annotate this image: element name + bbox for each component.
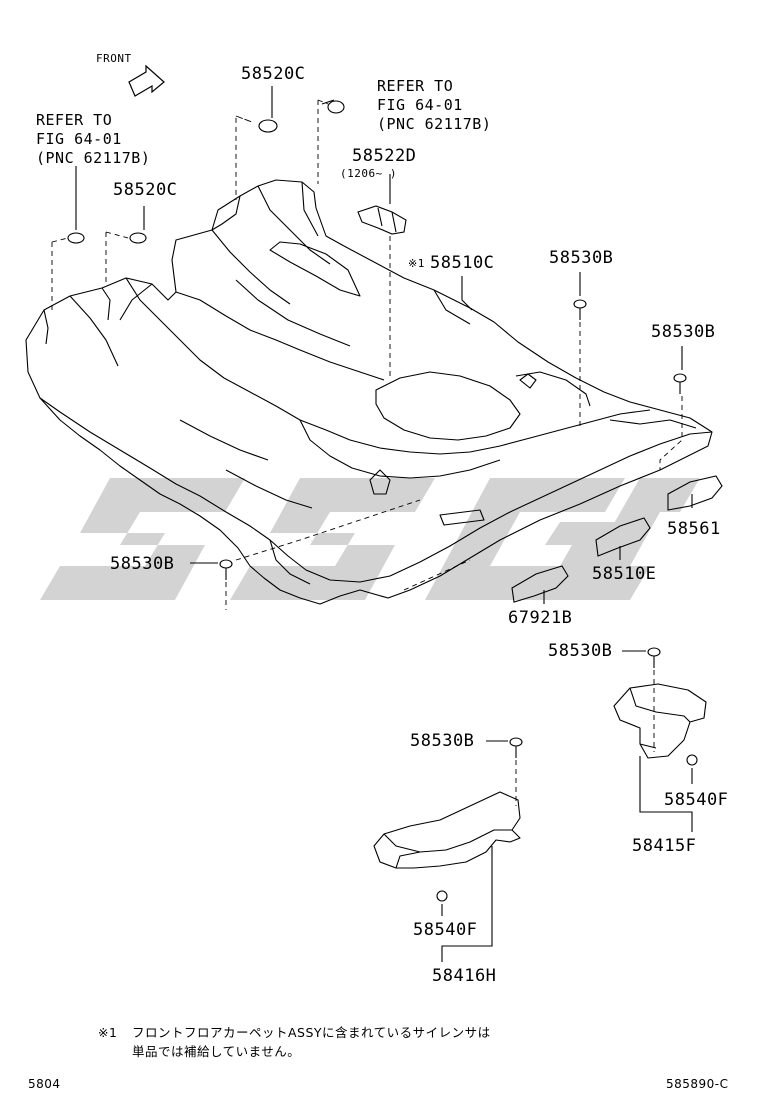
refer-right-line3: (PNC 62117B) (377, 115, 492, 133)
part-label-58540f-left[interactable]: 58540F (413, 920, 478, 940)
part-label-58510c[interactable]: 58510C (430, 253, 495, 273)
front-arrow-icon (128, 64, 165, 97)
refer-right-line1: REFER TO (377, 77, 454, 95)
part-label-58415f[interactable]: 58415F (632, 836, 697, 856)
dashed-guide-lines (51, 99, 683, 806)
part-label-58520c-top[interactable]: 58520C (241, 64, 306, 84)
part-label-58530b-top[interactable]: 58530B (549, 248, 614, 268)
part-label-58530b-right[interactable]: 58530B (651, 322, 716, 342)
part-label-58522d[interactable]: 58522D (352, 146, 417, 166)
part-date-58522d: (1206~ ) (340, 167, 397, 180)
figure-number: 5804 (28, 1077, 61, 1091)
part-label-67921b[interactable]: 67921B (508, 608, 573, 628)
footnote-line1: フロントフロアカーペットASSYに含まれているサイレンサは (132, 1025, 491, 1040)
footnote-mark: ※1 (98, 1025, 118, 1040)
silencer-58416h (373, 791, 521, 869)
part-label-58530b-mid[interactable]: 58530B (548, 641, 613, 661)
silencer-58415f (613, 683, 707, 759)
part-label-58416h[interactable]: 58416H (432, 966, 497, 986)
footnote-line2: 単品では補給していません。 (132, 1044, 301, 1059)
front-label: FRONT (96, 52, 132, 65)
refer-right-line2: FIG 64-01 (377, 96, 463, 114)
part-label-58561[interactable]: 58561 (667, 519, 721, 539)
refer-left-line2: FIG 64-01 (36, 130, 122, 148)
illustration-code: 585890-C (666, 1077, 729, 1091)
footnote-marker-58510c: ※1 (408, 257, 425, 270)
part-label-58540f-right[interactable]: 58540F (664, 790, 729, 810)
refer-left-line1: REFER TO (36, 111, 113, 129)
fastener-icons (67, 100, 698, 902)
clip-58522d (357, 205, 407, 235)
refer-left-line3: (PNC 62117B) (36, 149, 151, 167)
part-label-58530b-lower[interactable]: 58530B (410, 731, 475, 751)
side-silencer-pieces (511, 475, 723, 603)
leader-lines (75, 86, 693, 962)
floor-carpet-outline (25, 179, 713, 605)
part-label-58530b-left[interactable]: 58530B (110, 554, 175, 574)
part-label-58520c-left[interactable]: 58520C (113, 180, 178, 200)
part-label-58510e[interactable]: 58510E (592, 564, 657, 584)
